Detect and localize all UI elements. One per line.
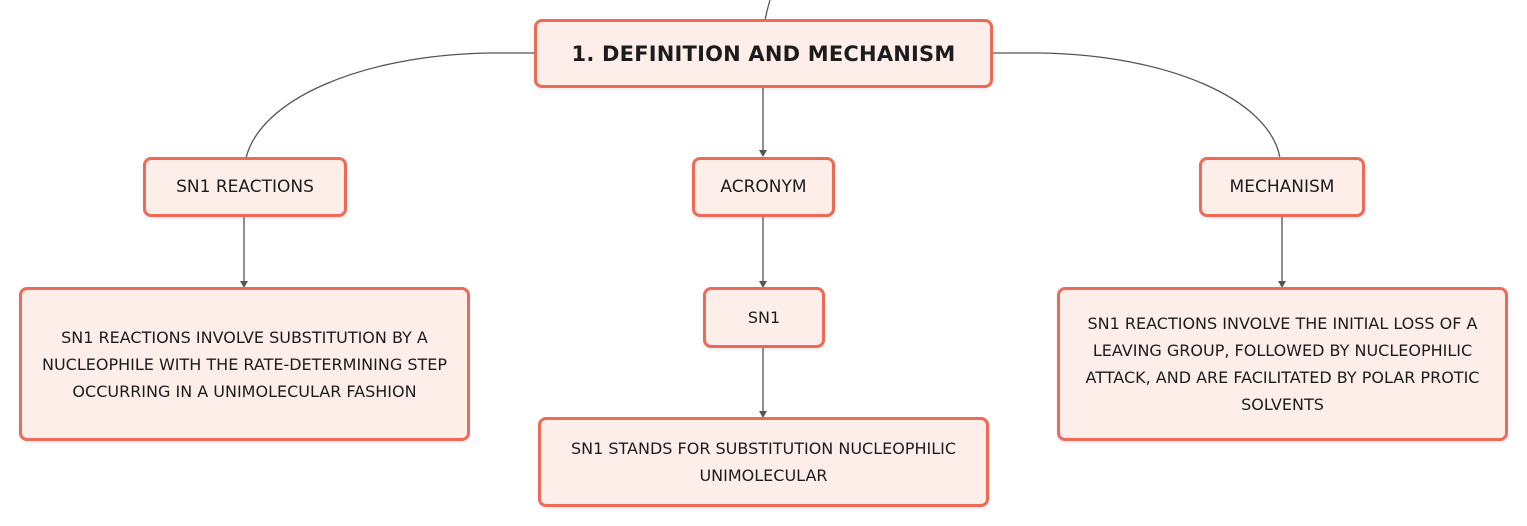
connector-root-sn1-reactions <box>245 52 535 159</box>
mechanism-detail-node[interactable]: SN1 REACTIONS INVOLVE THE INITIAL LOSS O… <box>1057 287 1508 441</box>
root-node-label: 1. DEFINITION AND MECHANISM <box>571 41 956 66</box>
arrowhead-acronym-detail <box>759 411 767 418</box>
arrowhead-acronym <box>759 150 767 157</box>
acronym-node[interactable]: ACRONYM <box>692 157 835 217</box>
mechanism-label: MECHANISM <box>1229 177 1335 197</box>
mechanism-node[interactable]: MECHANISM <box>1199 157 1365 217</box>
acronym-detail-node[interactable]: SN1 STANDS FOR SUBSTITUTION NUCLEOPHILIC… <box>538 417 989 507</box>
sn1-reactions-detail-node[interactable]: SN1 REACTIONS INVOLVE SUBSTITUTION BY A … <box>19 287 470 441</box>
sn1-reactions-detail-text: SN1 REACTIONS INVOLVE SUBSTITUTION BY A … <box>41 327 447 401</box>
root-node[interactable]: 1. DEFINITION AND MECHANISM <box>534 19 993 88</box>
connector-parent-root <box>764 0 771 21</box>
sn1-reactions-label: SN1 REACTIONS <box>176 177 314 197</box>
connector-root-mechanism <box>992 52 1281 159</box>
acronym-detail-text: SN1 STANDS FOR SUBSTITUTION NUCLEOPHILIC… <box>570 439 957 485</box>
sn1-label: SN1 <box>747 308 781 327</box>
acronym-label: ACRONYM <box>720 177 807 197</box>
sn1-node[interactable]: SN1 <box>703 287 825 348</box>
arrowhead-sn1-reactions-detail <box>240 281 248 288</box>
arrowhead-mechanism-detail <box>1278 281 1286 288</box>
sn1-reactions-node[interactable]: SN1 REACTIONS <box>143 157 347 217</box>
mechanism-detail-text: SN1 REACTIONS INVOLVE THE INITIAL LOSS O… <box>1085 314 1480 414</box>
arrowhead-acronym-sn1 <box>759 281 767 288</box>
